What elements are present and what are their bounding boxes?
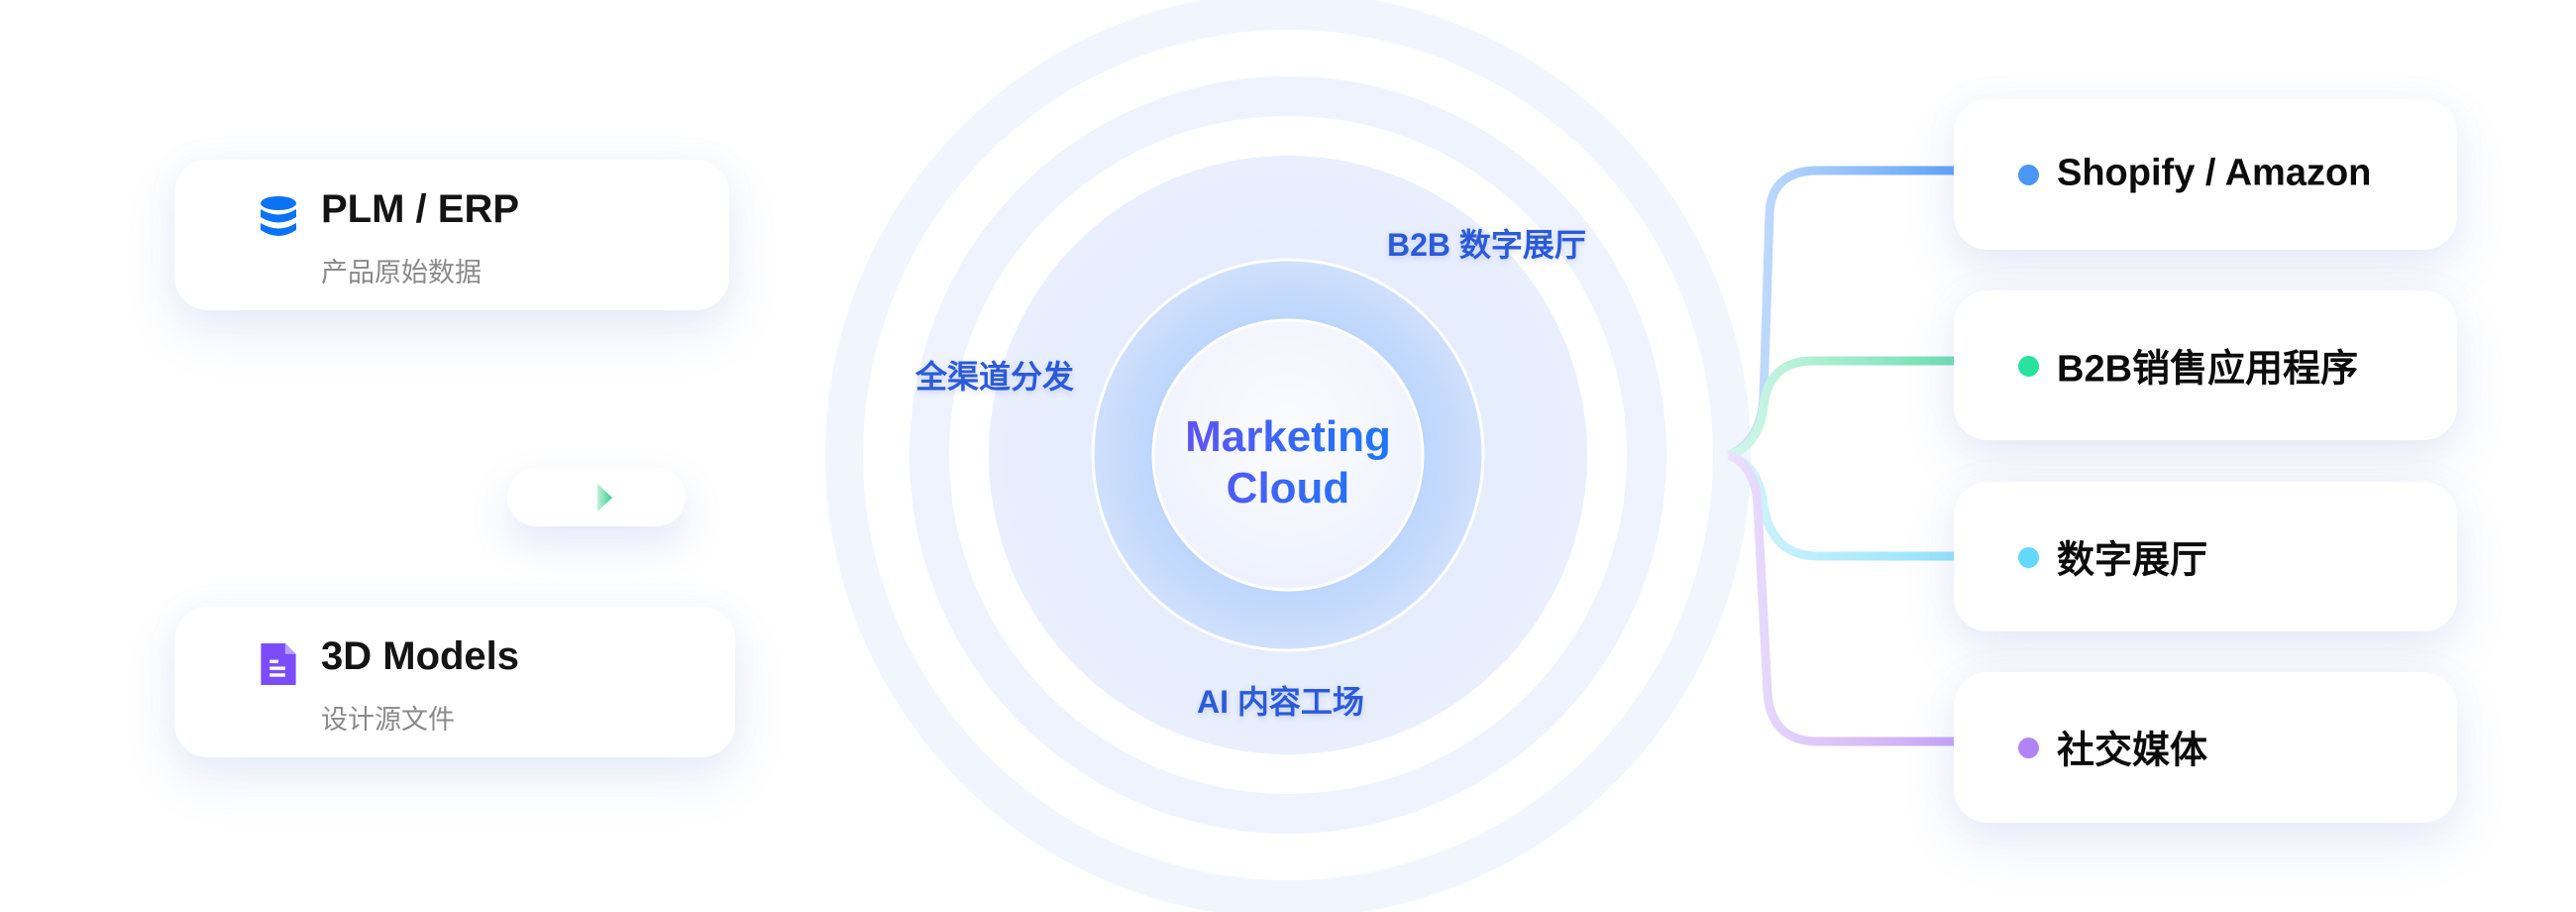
branch-line-social bbox=[1727, 450, 1957, 746]
source-subtitle: 产品原始数据 bbox=[321, 258, 482, 287]
status-dot bbox=[2018, 738, 2039, 758]
channel-card-b2b-sales-app[interactable]: B2B销售应用程序 bbox=[1954, 290, 2457, 440]
ring-label-b2b-showroom: B2B 数字展厅 bbox=[1387, 227, 1586, 263]
channel-label: Shopify / Amazon bbox=[2057, 152, 2372, 194]
play-arrow-icon bbox=[597, 484, 612, 512]
channel-label: B2B销售应用程序 bbox=[2057, 347, 2359, 390]
source-title: 3D Models bbox=[321, 634, 520, 678]
hub-title-line1: Marketing bbox=[1185, 412, 1391, 461]
document-icon bbox=[261, 643, 296, 685]
source-card-plm-erp[interactable]: PLM / ERP 产品原始数据 bbox=[174, 160, 729, 310]
channel-label: 社交媒体 bbox=[2057, 730, 2208, 772]
channel-card-shopify-amazon[interactable]: Shopify / Amazon bbox=[1954, 99, 2457, 250]
inner-circle bbox=[1151, 318, 1425, 592]
channel-card-social-media[interactable]: 社交媒体 bbox=[1954, 672, 2457, 823]
branch-line-b2b-app bbox=[1727, 356, 1957, 460]
source-subtitle: 设计源文件 bbox=[321, 705, 455, 735]
ring-label-ai-factory: AI 内容工场 bbox=[1197, 684, 1364, 720]
hub-title: Marketing Cloud bbox=[1153, 411, 1423, 514]
flow-arrow-pill bbox=[507, 468, 686, 526]
source-card-3d-models[interactable]: 3D Models 设计源文件 bbox=[174, 607, 735, 757]
status-dot bbox=[2018, 165, 2039, 185]
hub-title-line2: Cloud bbox=[1226, 464, 1350, 513]
channel-card-digital-showroom[interactable]: 数字展厅 bbox=[1954, 482, 2457, 631]
channel-label: 数字展厅 bbox=[2057, 538, 2208, 581]
status-dot bbox=[2018, 546, 2039, 568]
status-dot bbox=[2018, 355, 2039, 377]
database-icon bbox=[261, 196, 296, 236]
ring-label-omnichannel: 全渠道分发 bbox=[915, 359, 1075, 395]
source-title: PLM / ERP bbox=[321, 187, 520, 231]
